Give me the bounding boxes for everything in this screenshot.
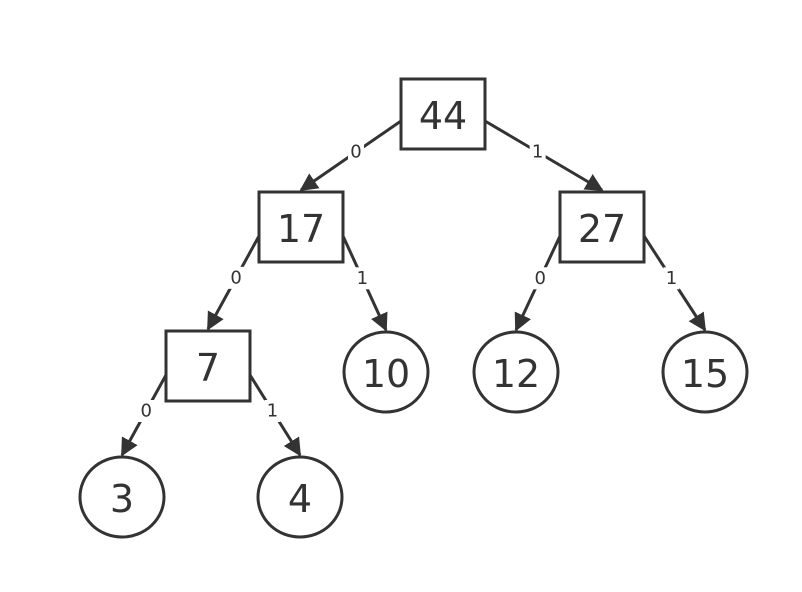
node-value: 7 — [196, 346, 220, 390]
edge-label-background — [138, 400, 155, 422]
edge-label: 1 — [666, 268, 677, 289]
node-10: 10 — [342, 330, 430, 414]
edge-n17-n7: 0 — [206, 235, 261, 331]
node-3: 3 — [78, 455, 166, 539]
edge-label-background — [663, 267, 680, 290]
node-12: 12 — [472, 330, 560, 414]
edge-label-background — [354, 267, 371, 290]
edge-label: 0 — [350, 142, 361, 163]
node-value: 10 — [362, 352, 410, 396]
edge-label-background — [348, 141, 364, 164]
leaf-node-circle — [342, 330, 430, 414]
node-4: 4 — [256, 455, 344, 539]
node-value: 17 — [277, 207, 325, 251]
edge-n27-n12: 0 — [514, 235, 562, 332]
node-value: 4 — [288, 477, 312, 521]
node-value: 12 — [492, 352, 540, 396]
node-value: 27 — [578, 207, 626, 251]
node-value: 3 — [110, 477, 134, 521]
internal-node-box — [558, 190, 646, 264]
leaf-node-circle — [256, 455, 344, 539]
edge-label-background — [532, 267, 549, 290]
internal-node-box — [164, 329, 252, 403]
internal-node-box — [399, 77, 487, 151]
edge-label: 1 — [532, 142, 543, 163]
edge-n27-n15: 1 — [642, 235, 707, 332]
edge-label: 0 — [140, 401, 151, 422]
edge-label-background — [529, 141, 546, 164]
edge-n17-n10: 1 — [341, 235, 388, 332]
node-17: 17 — [257, 190, 345, 264]
edge-label: 1 — [267, 401, 278, 422]
internal-node-box — [257, 190, 345, 264]
node-value: 15 — [681, 352, 729, 396]
edge-label: 1 — [357, 268, 368, 289]
edge-label: 0 — [534, 268, 545, 289]
node-15: 15 — [661, 330, 749, 414]
node-7: 7 — [164, 329, 252, 403]
edge-n44-n27: 1 — [484, 119, 604, 192]
leaf-node-circle — [472, 330, 560, 414]
edge-n7-n4: 1 — [248, 374, 302, 457]
node-value: 44 — [419, 94, 467, 138]
node-44: 44 — [399, 77, 487, 151]
edge-label-background — [264, 400, 281, 422]
node-27: 27 — [558, 190, 646, 264]
leaf-node-circle — [661, 330, 749, 414]
edge-label-background — [228, 266, 245, 289]
leaf-node-circle — [78, 455, 166, 539]
edge-n44-n17: 0 — [299, 119, 402, 192]
edge-label: 0 — [230, 267, 241, 288]
edge-n7-n3: 0 — [120, 374, 168, 457]
